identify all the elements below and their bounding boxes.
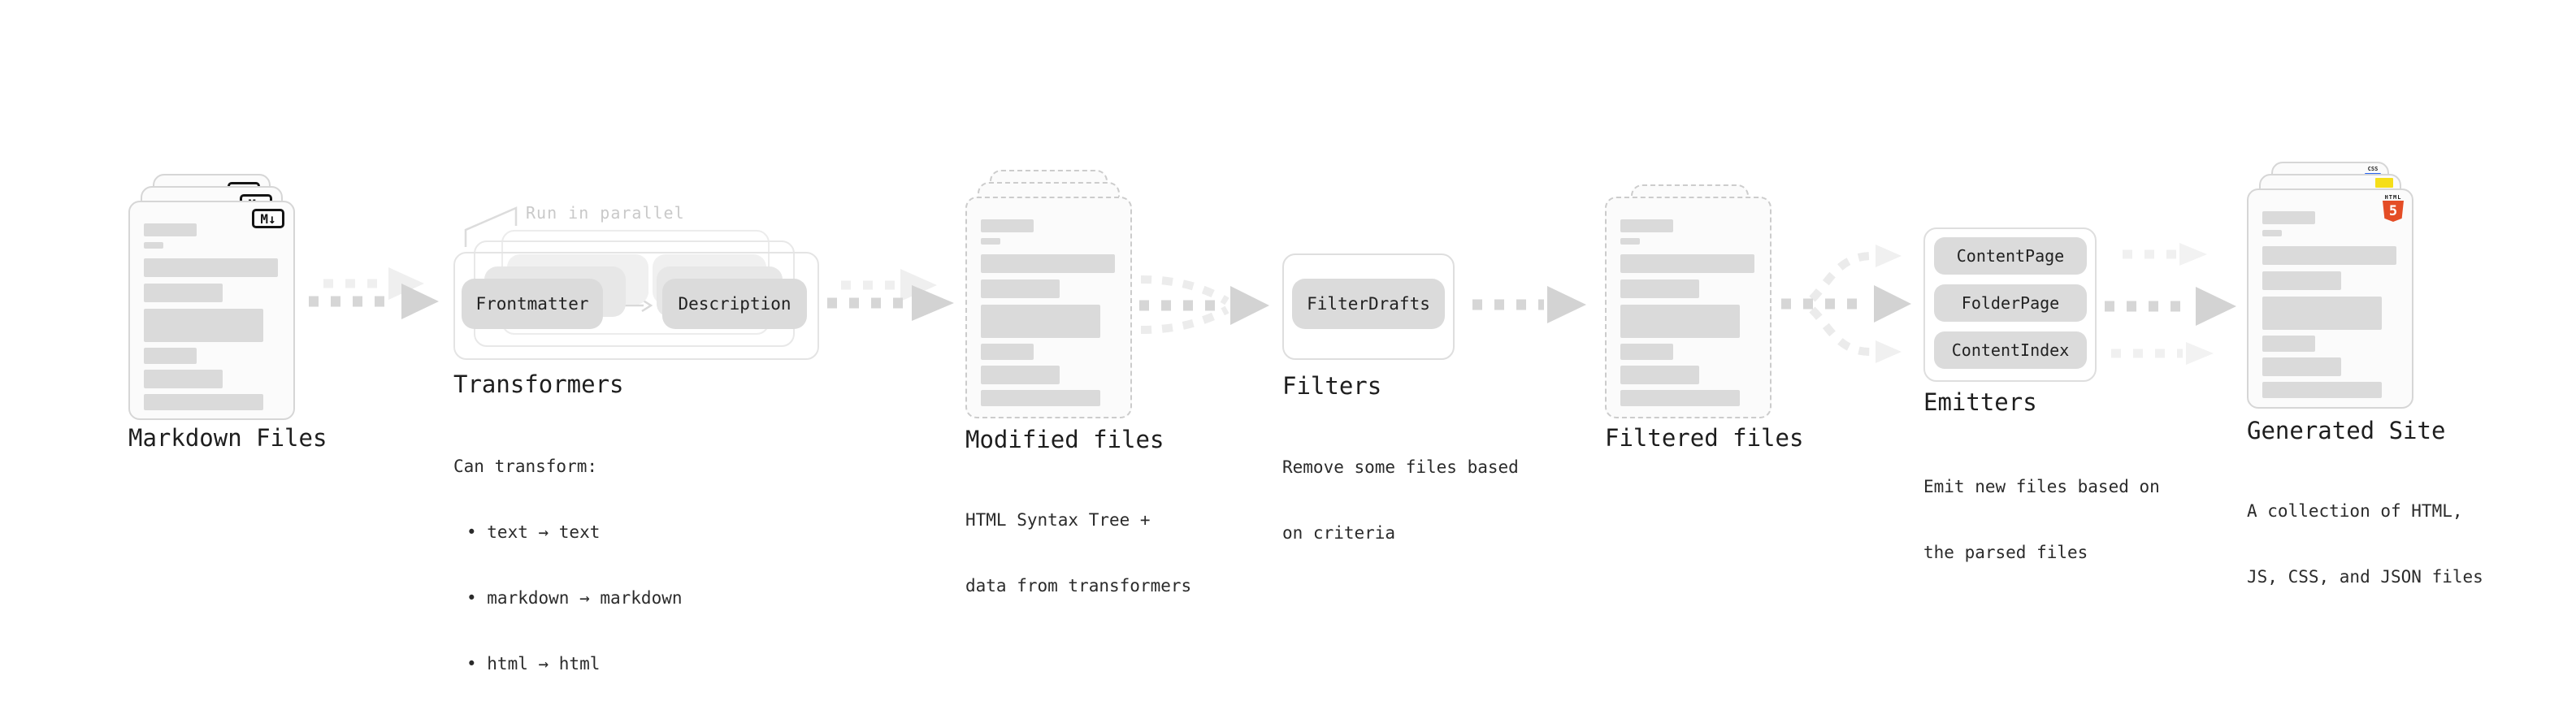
- document-content-placeholder: [981, 219, 1115, 406]
- modified-files-description: HTML Syntax Tree + data from transformer…: [965, 466, 1191, 641]
- html5-icon: HTML 5: [2383, 194, 2404, 222]
- modified-desc-line: HTML Syntax Tree +: [965, 510, 1151, 530]
- folder-page-node: FolderPage: [1934, 284, 2087, 322]
- transformers-bullet: • text → text: [466, 522, 601, 542]
- transformers-bullet: • html → html: [466, 654, 601, 674]
- arrow-markdown-to-transformers: [309, 267, 439, 319]
- modified-file-card-front: [965, 197, 1132, 418]
- transformer-run-box-front: [453, 252, 819, 360]
- filter-drafts-node: FilterDrafts: [1292, 279, 1445, 329]
- frontmatter-node: Frontmatter: [462, 279, 603, 329]
- arrow-modified-to-filters-merge: [1139, 275, 1269, 334]
- markdown-files-title: Markdown Files: [128, 424, 327, 452]
- emitters-desc-line: Emit new files based on: [1923, 477, 2160, 496]
- emitters-description: Emit new files based on the parsed files: [1923, 432, 2160, 608]
- css-icon-label: CSS: [2367, 166, 2379, 172]
- html5-icon-label: HTML: [2384, 194, 2402, 201]
- js-icon: [2375, 178, 2393, 188]
- document-content-placeholder: [2262, 211, 2396, 398]
- emitters-title: Emitters: [1923, 388, 2037, 416]
- generated-site-description: A collection of HTML, JS, CSS, and JSON …: [2247, 457, 2483, 632]
- markdown-icon: M↓: [252, 209, 284, 228]
- arrow-emitters-to-generated: [2105, 243, 2236, 365]
- generated-site-title: Generated Site: [2247, 417, 2446, 444]
- content-page-node: ContentPage: [1934, 237, 2087, 275]
- markdown-file-card-front: M↓: [128, 201, 295, 420]
- arrow-filters-to-filtered: [1472, 286, 1586, 323]
- filters-desc-line: Remove some files based: [1282, 457, 1519, 477]
- emitters-desc-line: the parsed files: [1923, 543, 2088, 562]
- content-index-node: ContentIndex: [1934, 331, 2087, 369]
- arrow-filtered-to-emitters-fanout: [1781, 245, 1911, 363]
- arrows-layer: [309, 206, 2236, 365]
- description-node: Description: [662, 279, 807, 329]
- document-content-placeholder: [144, 223, 278, 410]
- filtered-file-card-front: [1605, 197, 1772, 418]
- pipeline-diagram: M↓ M↓ M↓ Markdown Files Run in parallel …: [128, 162, 2483, 674]
- filters-description: Remove some files based on criteria: [1282, 413, 1519, 588]
- transformers-title: Transformers: [453, 370, 624, 398]
- run-in-parallel-leader-line: [464, 206, 518, 247]
- html5-icon-number: 5: [2388, 203, 2398, 219]
- generated-file-card-front: HTML 5: [2247, 188, 2413, 409]
- document-content-placeholder: [1620, 219, 1754, 406]
- modified-desc-line: data from transformers: [965, 576, 1192, 596]
- generated-desc-line: A collection of HTML,: [2247, 501, 2463, 521]
- run-in-parallel-label: Run in parallel: [526, 203, 685, 223]
- filters-title: Filters: [1282, 372, 1382, 400]
- arrow-transformers-to-modified: [827, 269, 954, 321]
- modified-files-title: Modified files: [965, 426, 1164, 453]
- transformers-bullet: • markdown → markdown: [466, 588, 683, 608]
- generated-desc-line: JS, CSS, and JSON files: [2247, 567, 2483, 587]
- transformers-description: Can transform: • text → text • markdown …: [453, 412, 683, 719]
- transformers-desc-heading: Can transform:: [453, 457, 598, 476]
- filters-desc-line: on criteria: [1282, 523, 1396, 543]
- filtered-files-title: Filtered files: [1605, 424, 1804, 452]
- html5-icon-shield: 5: [2383, 201, 2404, 222]
